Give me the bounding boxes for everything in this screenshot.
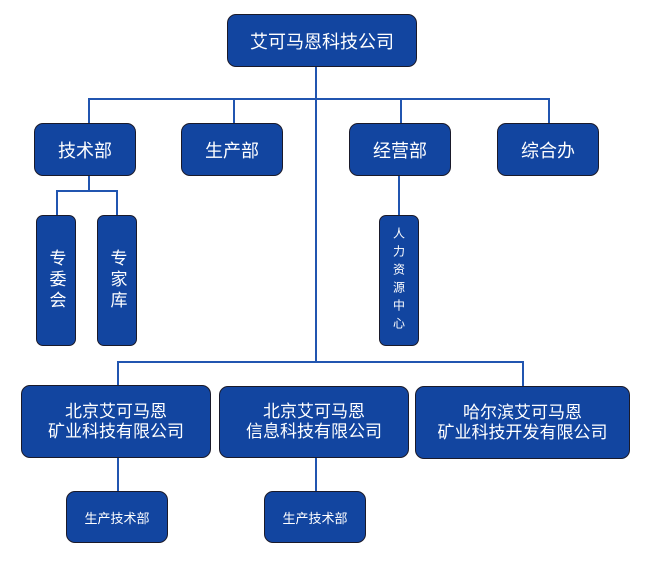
connector-tech-committee [56,190,58,216]
connector-subsidiary-3 [522,361,524,386]
connector-subsidiary-bus [117,361,524,363]
subsidiary-node-beijing-mining[interactable]: 北京艾可马恩 矿业科技有限公司 [21,385,211,458]
connector-dept-tech [88,98,90,124]
dept-label: 技术部 [58,140,112,162]
sub2-child-production-tech[interactable]: 生产技术部 [264,491,366,543]
connector-dept-operations [400,98,402,124]
connector-tech-experts [116,190,118,216]
dept-node-operations[interactable]: 经营部 [349,123,451,176]
connector-tech-down [88,176,90,191]
dept-node-tech[interactable]: 技术部 [34,123,136,176]
connector-dept-admin [548,98,550,124]
dept-node-production[interactable]: 生产部 [181,123,283,176]
connector-root-trunk [315,67,317,363]
dept-label: 综合办 [521,140,575,162]
connector-sub2-child [315,458,317,492]
subsidiary-label: 哈尔滨艾可马恩 矿业科技开发有限公司 [437,402,608,443]
tech-child-label: 专委会 [45,249,66,312]
tech-child-committee[interactable]: 专委会 [36,215,76,346]
dept-node-admin[interactable]: 综合办 [497,123,599,176]
sub1-child-production-tech[interactable]: 生产技术部 [66,491,168,543]
dept-label: 生产部 [205,140,259,162]
connector-subsidiary-1 [117,361,119,386]
sub-child-label: 生产技术部 [282,511,348,527]
tech-child-label: 专家库 [106,249,127,312]
tech-child-expert-pool[interactable]: 专家库 [97,215,137,346]
ops-child-label: 人力资源中心 [391,226,406,335]
subsidiary-label: 北京艾可马恩 矿业科技有限公司 [48,401,184,442]
connector-sub1-child [117,458,119,492]
dept-label: 经营部 [373,140,427,162]
connector-dept-production [233,98,235,124]
connector-dept-bus [88,98,550,100]
ops-child-hr-center[interactable]: 人力资源中心 [379,215,419,346]
org-root-label: 艾可马恩科技公司 [250,31,394,53]
connector-ops-hr [398,176,400,216]
connector-tech-bus [56,190,118,192]
subsidiary-node-harbin-mining[interactable]: 哈尔滨艾可马恩 矿业科技开发有限公司 [415,386,630,459]
org-root-node[interactable]: 艾可马恩科技公司 [227,14,417,67]
subsidiary-node-beijing-info[interactable]: 北京艾可马恩 信息科技有限公司 [219,386,409,458]
sub-child-label: 生产技术部 [84,511,150,527]
subsidiary-label: 北京艾可马恩 信息科技有限公司 [246,402,382,442]
